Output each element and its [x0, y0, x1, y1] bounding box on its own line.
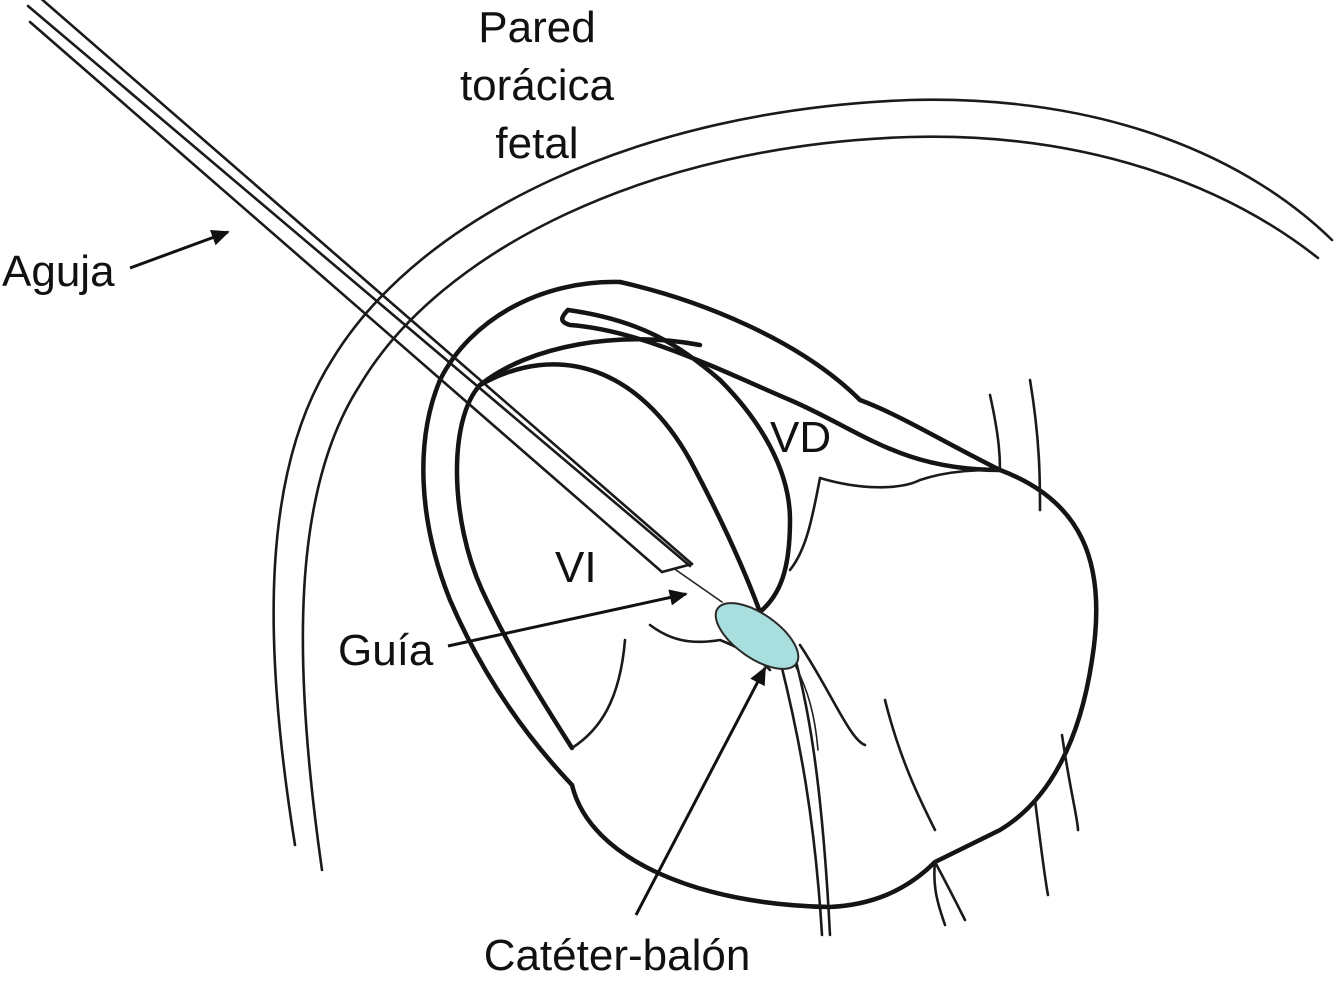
labels: Pared torácica fetal Aguja VD VI Guía Ca… — [2, 3, 831, 980]
label-arrows — [129, 229, 767, 916]
heart-outline — [421, 279, 1099, 927]
needle-label: Aguja — [2, 247, 115, 296]
balloon-label: Catéter-balón — [484, 931, 751, 980]
guide-wire — [675, 569, 819, 751]
outflow-vessel-lines — [778, 638, 867, 937]
balloon — [714, 602, 800, 670]
rv-label: VD — [770, 413, 831, 462]
guide-label: Guía — [338, 626, 434, 675]
needle — [26, 0, 694, 574]
wall-label-line1: Pared — [478, 3, 595, 52]
needle-arrow — [129, 229, 230, 270]
balloon-catheter — [714, 602, 800, 670]
fetal-thoracic-wall — [272, 98, 1334, 872]
guide-arrow — [447, 589, 688, 648]
wall-label-line3: fetal — [495, 119, 578, 168]
wall-label-line2: torácica — [460, 61, 615, 110]
balloon-arrow — [634, 666, 767, 916]
lv-label: VI — [555, 543, 597, 592]
